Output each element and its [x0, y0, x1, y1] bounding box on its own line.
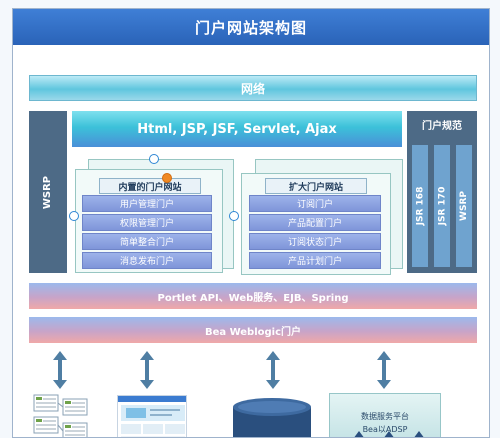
extended-portal-item-status: 订阅状态门户	[249, 233, 381, 250]
internal-portal-item-integration: 简单整合门户	[82, 233, 212, 250]
wsrp-label: WSRP	[42, 175, 54, 209]
platform-arrows-icon	[354, 431, 424, 437]
internal-portal-active-connector	[162, 173, 172, 183]
network-layer: 网络	[29, 75, 477, 101]
spec-jsr170: JSR 170	[434, 145, 450, 267]
internal-portal-item-user: 用户管理门户	[82, 195, 212, 212]
internal-portal-title: 内置的门户网站	[99, 178, 201, 194]
architecture-diagram: 门户网站架构图 网络 WSRP Html, JSP, JSF, Servlet,…	[12, 8, 490, 438]
internal-portal-item-permission: 权限管理门户	[82, 214, 212, 231]
diagram-title: 门户网站架构图	[13, 9, 489, 45]
internal-portal-item-message: 消息发布门户	[82, 252, 212, 269]
data-service-platform-box: 数据服务平台 Bea以ADSP	[329, 393, 441, 437]
extended-portal-item-subscribe: 订阅门户	[249, 195, 381, 212]
platform-line-1: 数据服务平台	[361, 412, 409, 421]
internal-portal-right-connector	[229, 211, 239, 221]
spec-jsr168: JSR 168	[412, 145, 428, 267]
presentation-layer: Html, JSP, JSF, Servlet, Ajax	[72, 111, 402, 147]
weblogic-portal-layer: Bea Weblogic门户	[29, 317, 477, 343]
portlet-api-layer: Portlet API、Web服务、EJB、Spring	[29, 283, 477, 309]
database-icon	[233, 398, 311, 437]
document-stack-icon	[33, 394, 88, 437]
arrow-1-icon	[53, 351, 67, 389]
spec-wsrp: WSRP	[456, 145, 472, 267]
arrow-4-icon	[377, 351, 391, 389]
arrow-3-icon	[266, 351, 280, 389]
portal-spec-title: 门户规范	[422, 121, 462, 132]
extended-portal-item-config: 产品配置门户	[249, 214, 381, 231]
internal-portal-left-connector	[69, 211, 79, 221]
internal-portal-top-connector	[149, 154, 159, 164]
portal-screenshot-image	[118, 396, 186, 437]
portal-spec-box: 门户规范 JSR 168 JSR 170 WSRP	[407, 111, 477, 273]
platform-line-2: Bea以ADSP	[362, 425, 408, 434]
portal-screenshot-thumbnail	[117, 395, 187, 437]
spec-jsr170-label: JSR 170	[437, 186, 447, 226]
wsrp-column: WSRP	[29, 111, 67, 273]
extended-portal-item-plan: 产品计划门户	[249, 252, 381, 269]
spec-wsrp-label: WSRP	[459, 191, 469, 221]
extended-portal-title: 扩大门户网站	[265, 178, 367, 194]
arrow-2-icon	[140, 351, 154, 389]
spec-jsr168-label: JSR 168	[415, 186, 425, 226]
